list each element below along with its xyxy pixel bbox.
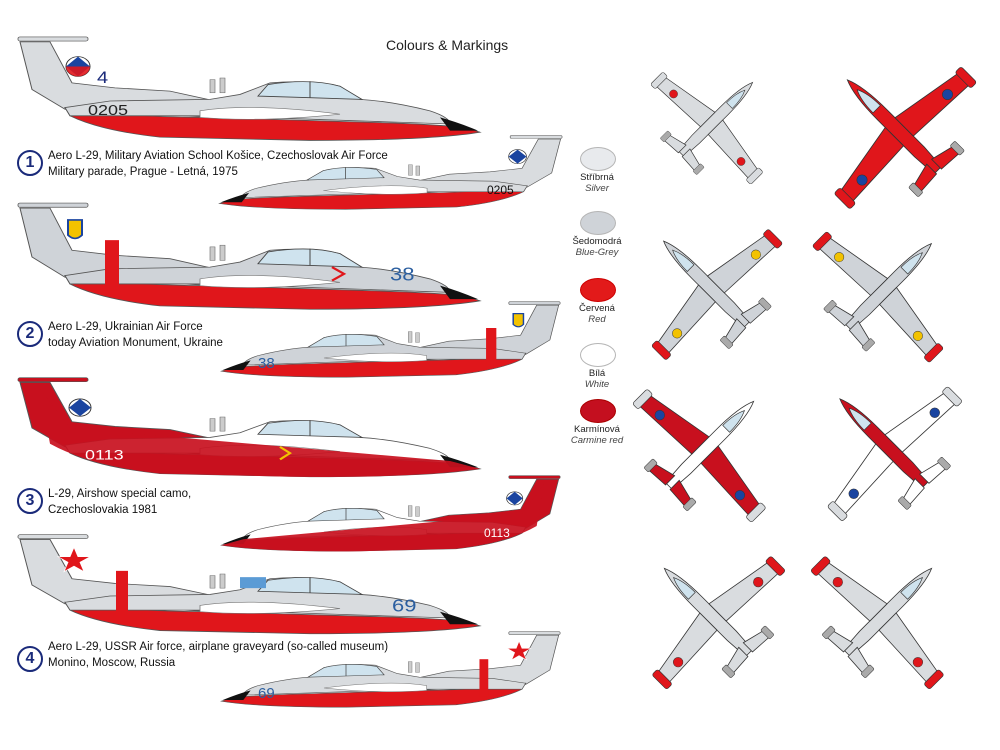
aircraft-code: 38 [390, 265, 414, 285]
right-profile-code: 38 [258, 355, 275, 372]
aircraft-code: 0205 [88, 102, 128, 118]
swatch-white [580, 343, 616, 367]
tail-code: 4 [97, 68, 108, 87]
top-view-3a [605, 341, 814, 550]
scheme-number-badge: 2 [17, 321, 43, 347]
scheme-caption: Aero L-29, Ukrainian Air Force today Avi… [48, 321, 223, 349]
right-profile-code: 69 [258, 685, 275, 702]
swatch-red [580, 278, 616, 302]
bottom-view-3b [779, 338, 990, 549]
profile-right-1 [219, 135, 563, 210]
profile-right-3 [220, 475, 561, 552]
scheme-caption: Aero L-29, Military Aviation School Koši… [48, 150, 388, 178]
top-view-2a [604, 182, 810, 387]
aircraft-code: 0113 [85, 447, 124, 463]
profile-left-3: 0113 [17, 377, 481, 478]
right-profile-code: 0205 [487, 183, 514, 197]
page-title: Colours & Markings [386, 37, 509, 53]
swatch-blue-grey [580, 211, 616, 235]
bottom-view-2b [785, 184, 991, 390]
profile-left-4: 69 [17, 534, 481, 635]
aircraft-code: 69 [392, 597, 416, 616]
right-profile-code: 0113 [484, 526, 510, 540]
top-view-4a [604, 508, 813, 717]
bottom-view-4b [783, 508, 992, 717]
bottom-view-1b [783, 15, 1000, 238]
scheme-caption: L-29, Airshow special camo, Czechoslovak… [48, 488, 192, 516]
profile-left-2: 38 [17, 202, 481, 310]
scheme-number-badge: 3 [17, 488, 43, 514]
profile-right-2 [220, 301, 561, 378]
swatch-carmine [580, 399, 616, 423]
scheme-number-badge: 4 [17, 646, 43, 672]
profile-right-4 [220, 631, 561, 708]
top-view-1a [627, 31, 804, 208]
scheme-number-badge: 1 [17, 150, 43, 176]
profile-left-1: 4 0205 [17, 36, 481, 141]
swatch-silver [580, 147, 616, 171]
scheme-caption: Aero L-29, USSR Air force, airplane grav… [48, 641, 389, 669]
